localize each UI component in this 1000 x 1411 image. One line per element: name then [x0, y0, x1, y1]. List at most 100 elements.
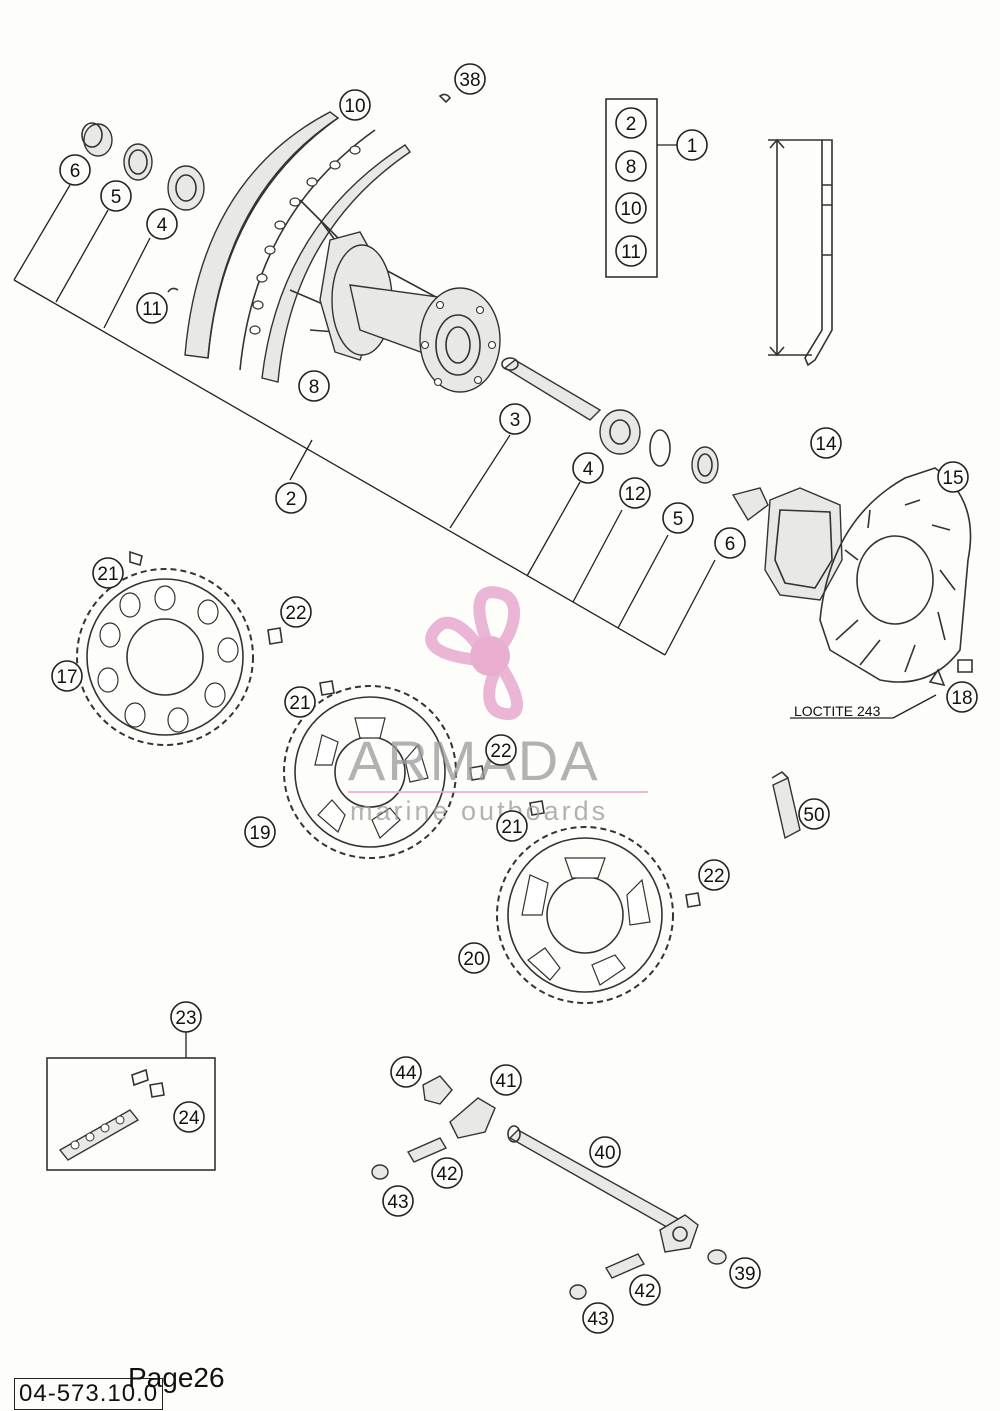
- svg-text:42: 42: [436, 1164, 457, 1185]
- callout-21c: 21: [496, 810, 528, 842]
- callout-21: 21: [92, 557, 124, 589]
- svg-text:43: 43: [387, 1192, 408, 1213]
- sprocket-20: [496, 800, 701, 1004]
- callout-40: 40: [589, 1136, 621, 1168]
- callout-11b: 11: [136, 292, 168, 324]
- page-number: Page26: [128, 1362, 225, 1393]
- callout-10b: 10: [339, 89, 371, 121]
- chain-kit: [46, 1030, 216, 1171]
- callout-21b: 21: [284, 686, 316, 718]
- callout-2: 2: [615, 107, 647, 139]
- svg-text:10: 10: [344, 96, 365, 117]
- rim: [184, 111, 411, 383]
- left-bearings: [81, 93, 452, 293]
- svg-text:22: 22: [703, 866, 724, 887]
- callout-41: 41: [490, 1064, 522, 1096]
- axle-assembly: [371, 1075, 727, 1300]
- svg-text:21: 21: [289, 693, 310, 714]
- callout-44: 44: [390, 1056, 422, 1088]
- svg-text:3: 3: [510, 410, 521, 431]
- callout-17: 17: [51, 660, 83, 692]
- svg-text:38: 38: [459, 70, 480, 91]
- callout-3: 3: [499, 403, 531, 435]
- svg-text:21: 21: [501, 817, 522, 838]
- callout-18: 18: [946, 681, 978, 713]
- svg-text:5: 5: [673, 509, 684, 530]
- callout-1: 1: [676, 129, 708, 161]
- callouts: 1 2 8 10 11 38 10 6 5 4 11 8 2 3 4 12 5 …: [51, 63, 978, 1334]
- callout-6b: 6: [714, 527, 746, 559]
- callout-42: 42: [431, 1157, 463, 1189]
- loctite-tube: [771, 659, 973, 840]
- callout-8: 8: [615, 150, 647, 182]
- callout-50: 50: [798, 798, 830, 830]
- callout-20: 20: [458, 942, 490, 974]
- callout-42b: 42: [629, 1274, 661, 1306]
- document-code: 04-573.10.0: [14, 1378, 164, 1410]
- svg-text:40: 40: [594, 1143, 615, 1164]
- svg-text:23: 23: [175, 1008, 196, 1029]
- svg-text:10: 10: [620, 199, 641, 220]
- svg-text:44: 44: [395, 1063, 417, 1084]
- callout-23: 23: [170, 1001, 202, 1033]
- loctite-label: LOCTITE 243: [794, 703, 881, 719]
- svg-text:15: 15: [942, 468, 963, 489]
- callout-10: 10: [615, 192, 647, 224]
- hub: [289, 199, 501, 393]
- svg-text:17: 17: [56, 667, 77, 688]
- callout-43: 43: [382, 1185, 414, 1217]
- svg-text:19: 19: [249, 823, 270, 844]
- callout-15: 15: [937, 461, 969, 493]
- callout-22b: 22: [485, 734, 517, 766]
- svg-text:14: 14: [815, 434, 837, 455]
- assembly-axis: [13, 184, 716, 656]
- svg-text:11: 11: [621, 242, 641, 263]
- svg-text:6: 6: [70, 161, 81, 182]
- svg-text:8: 8: [309, 377, 320, 398]
- callout-24: 24: [173, 1101, 205, 1133]
- watermark-brand: ARMADA: [348, 729, 600, 792]
- watermark-subtitle: marine outboards: [350, 796, 608, 826]
- spoke-gauge: [768, 138, 833, 367]
- svg-text:4: 4: [157, 215, 168, 236]
- svg-text:43: 43: [587, 1309, 608, 1330]
- callout-39: 39: [729, 1257, 761, 1289]
- propeller-logo: [425, 586, 523, 721]
- callout-2b: 2: [275, 482, 307, 514]
- callout-19: 19: [244, 816, 276, 848]
- svg-text:4: 4: [583, 459, 594, 480]
- callout-5: 5: [100, 180, 132, 212]
- svg-text:18: 18: [951, 688, 972, 709]
- svg-text:11: 11: [142, 299, 162, 320]
- callout-4b: 4: [572, 452, 604, 484]
- svg-text:21: 21: [97, 564, 118, 585]
- callout-4: 4: [146, 208, 178, 240]
- callout-5b: 5: [662, 502, 694, 534]
- svg-text:1: 1: [687, 136, 698, 157]
- callout-12: 12: [619, 477, 651, 509]
- callout-11: 11: [615, 235, 647, 267]
- callout-8b: 8: [298, 370, 330, 402]
- svg-text:41: 41: [495, 1071, 516, 1092]
- svg-text:2: 2: [626, 114, 637, 135]
- svg-text:20: 20: [463, 949, 484, 970]
- svg-text:8: 8: [626, 157, 637, 178]
- svg-text:24: 24: [178, 1108, 200, 1129]
- callout-43b: 43: [582, 1302, 614, 1334]
- callout-22c: 22: [698, 859, 730, 891]
- svg-text:22: 22: [285, 603, 306, 624]
- sprocket-17: [76, 550, 283, 746]
- svg-text:12: 12: [624, 484, 645, 505]
- svg-text:2: 2: [286, 489, 297, 510]
- callout-14: 14: [810, 427, 842, 459]
- svg-text:5: 5: [111, 187, 122, 208]
- kit-box: [605, 98, 678, 278]
- sprocket-19: [283, 680, 485, 859]
- callout-6: 6: [59, 154, 91, 186]
- svg-text:6: 6: [725, 534, 736, 555]
- callout-22: 22: [280, 596, 312, 628]
- svg-text:42: 42: [634, 1281, 655, 1302]
- svg-text:22: 22: [490, 741, 511, 762]
- svg-text:39: 39: [734, 1264, 755, 1285]
